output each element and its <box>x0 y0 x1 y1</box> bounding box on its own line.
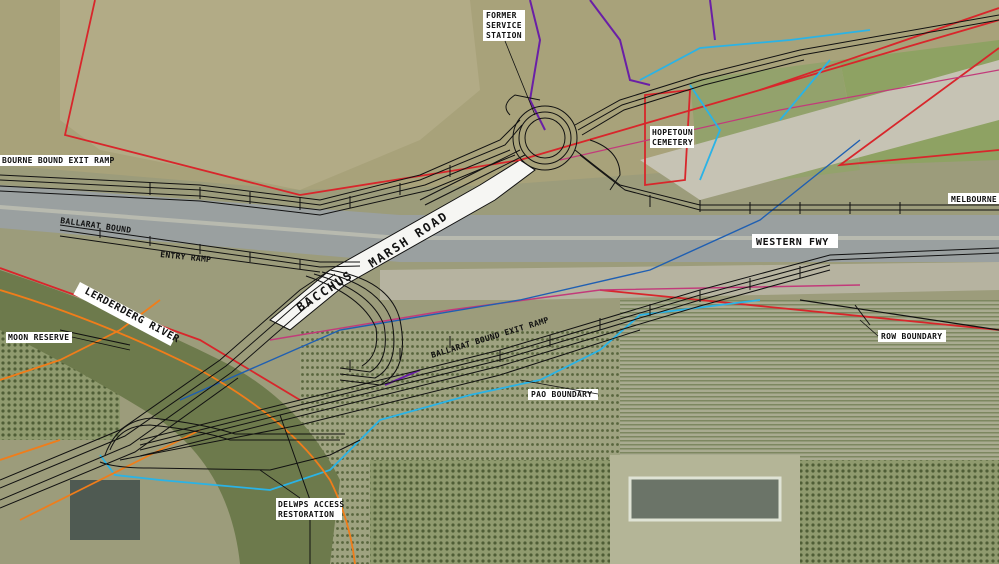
orchard-south-far <box>800 460 999 564</box>
orchard-south-mid <box>370 460 610 564</box>
former-label-2: SERVICE <box>486 21 522 30</box>
row-boundary-text: ROW BOUNDARY <box>881 332 942 341</box>
river-corridor <box>0 270 340 564</box>
leader-lines <box>71 40 879 499</box>
delwp-label-2: RESTORATION <box>278 510 334 519</box>
label-moon-reserve: MOON RESERVE <box>6 332 72 343</box>
former-label-3: STATION <box>486 31 522 40</box>
freeway-north-ramp-gravel <box>640 60 999 200</box>
freeway-south-shoulder <box>380 262 999 300</box>
label-pao-boundary: PAO BOUNDARY <box>528 389 598 400</box>
hill-area <box>60 0 480 190</box>
western-fwy-text: WESTERN FWY <box>756 237 829 248</box>
hopetoun-label-2: CEMETERY <box>652 138 693 147</box>
row-boundary-lines <box>0 0 999 401</box>
label-delwp-access: DELWPS ACCESS RESTORATION <box>276 498 345 520</box>
blue-line <box>179 139 861 401</box>
label-hopetoun-cemetery: HOPETOUN CEMETERY <box>650 126 694 148</box>
orchard-south-east <box>620 300 999 470</box>
hopetoun-label-1: HOPETOUN <box>652 128 693 137</box>
dam <box>628 476 782 522</box>
freeway-median <box>0 205 999 240</box>
label-melbourne-right: MELBOURNE <box>948 193 999 204</box>
moon-reserve-text: MOON RESERVE <box>8 333 69 342</box>
western-freeway <box>0 185 999 262</box>
label-row-boundary: ROW BOUNDARY <box>878 330 946 342</box>
former-label-1: FORMER <box>486 11 517 20</box>
ramp-ticks <box>99 165 901 372</box>
pink-line-north <box>559 69 999 161</box>
melbourne-right-text: MELBOURNE <box>951 195 997 204</box>
melbourne-bound-exit-ramp-text: BOURNE BOUND EXIT RAMP <box>2 156 115 165</box>
bacchus-marsh-road-band <box>269 159 536 331</box>
label-western-fwy: WESTERN FWY <box>752 234 838 248</box>
waterway-lines <box>0 289 356 564</box>
pao-boundary-text: PAO BOUNDARY <box>531 390 592 399</box>
delwp-label-1: DELWPS ACCESS <box>278 500 345 509</box>
pink-line <box>269 284 861 341</box>
label-melbourne-bound-exit-ramp: BOURNE BOUND EXIT RAMP <box>0 155 115 166</box>
label-former-service-station: FORMER SERVICE STATION <box>483 10 525 41</box>
